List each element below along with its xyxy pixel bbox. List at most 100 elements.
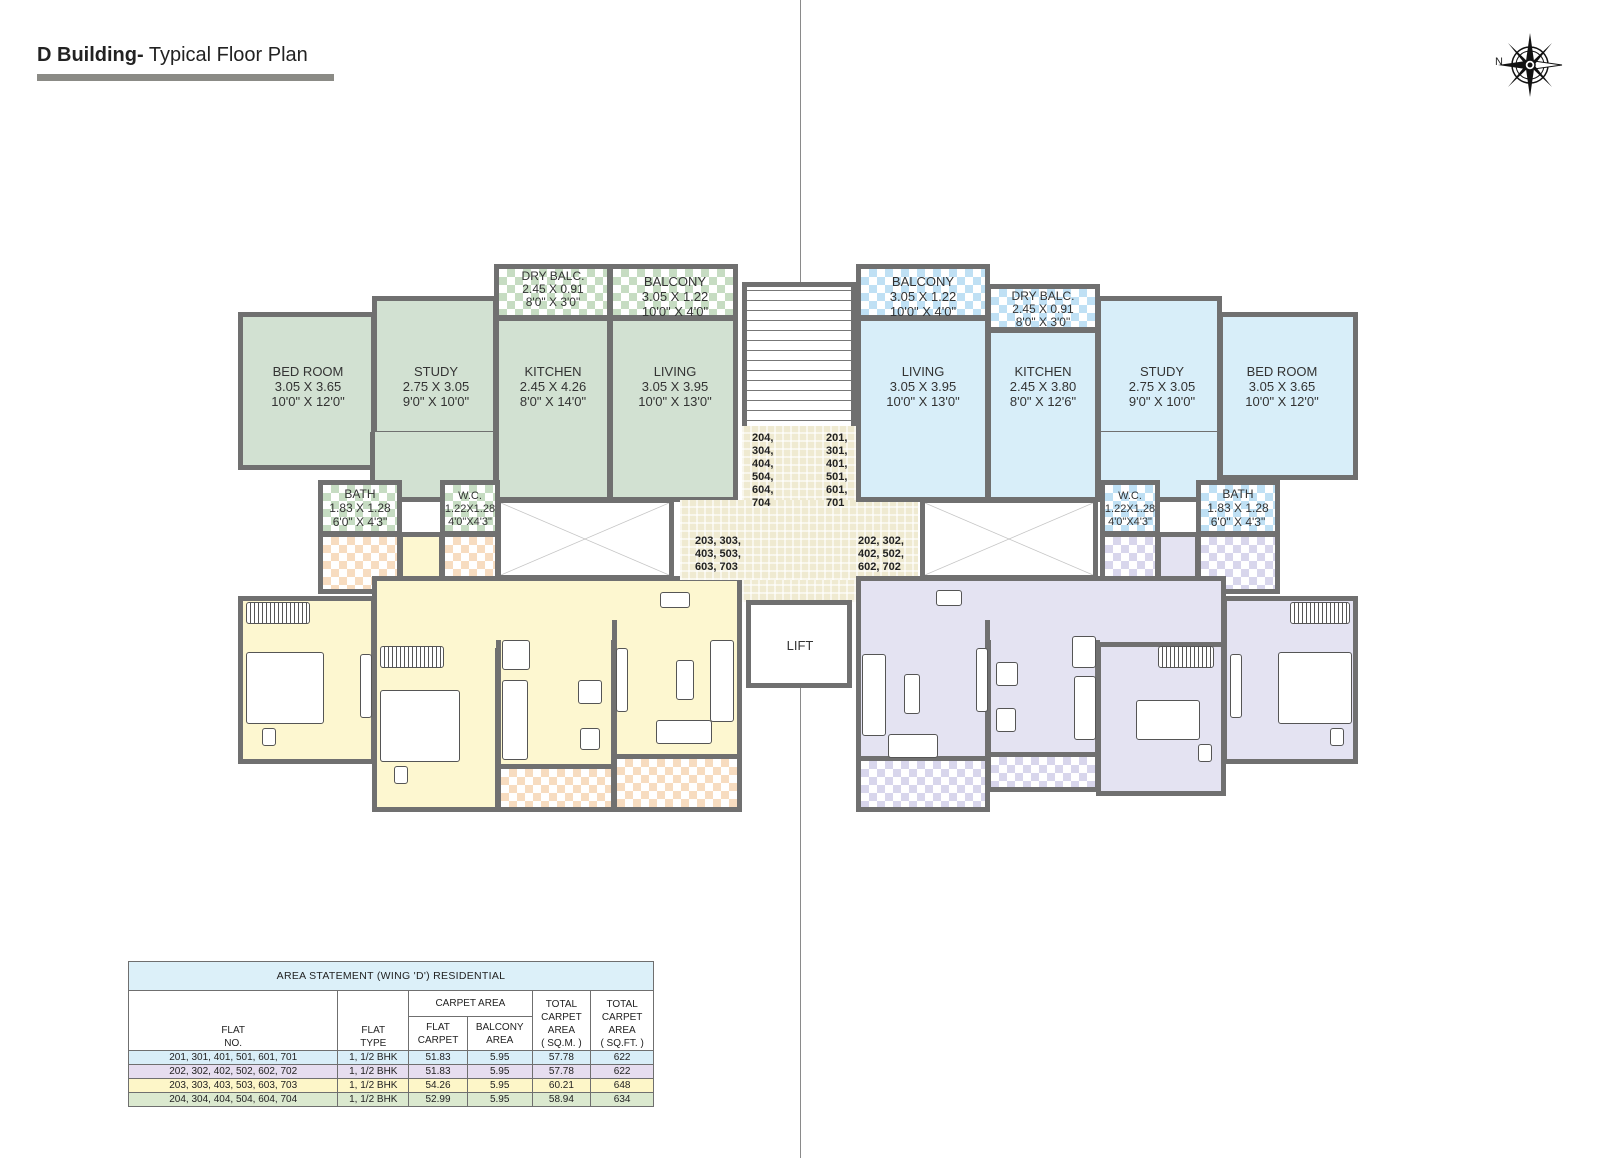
fridge xyxy=(502,640,530,670)
cell-balcony: 5.95 xyxy=(466,1078,533,1093)
cell-flat-type: 1, 1/2 BHK xyxy=(337,1092,410,1107)
flat-numbers-bottom-left: 203, 303, 403, 503, 603, 703 xyxy=(695,535,741,573)
sofa xyxy=(656,720,712,744)
cell-flat-carpet: 52.99 xyxy=(408,1092,468,1107)
table-row: 202, 302, 402, 502, 602, 702 1, 1/2 BHK … xyxy=(127,1064,654,1079)
coffee-table xyxy=(676,660,694,700)
col-balcony-area: BALCONY AREA xyxy=(466,1016,533,1051)
duct-right xyxy=(920,498,1098,580)
sofa xyxy=(862,654,886,736)
flat-numbers-top-right: 201, 301, 401, 501, 601, 701 xyxy=(826,432,848,509)
cell-total-sqft: 622 xyxy=(590,1064,654,1079)
sink-icon xyxy=(996,708,1016,732)
title-underline xyxy=(37,74,334,81)
bed xyxy=(1278,652,1352,724)
flat-201-wc xyxy=(1100,480,1160,536)
cell-total-sqft: 622 xyxy=(590,1050,654,1065)
tv-unit xyxy=(616,648,628,712)
page-title: D Building- Typical Floor Plan xyxy=(37,44,308,67)
flat-numbers-top-left: 204, 304, 404, 504, 604, 704 xyxy=(752,432,774,509)
staircase xyxy=(742,282,856,430)
wardrobe xyxy=(1290,602,1350,624)
cell-flat-no: 201, 301, 401, 501, 601, 701 xyxy=(127,1050,339,1065)
col-total-sqft: TOTAL CARPET AREA ( SQ.FT. ) xyxy=(590,990,654,1051)
cell-flat-carpet: 51.83 xyxy=(408,1050,468,1065)
flat-203-balcony xyxy=(612,754,742,812)
area-statement-table: AREA STATEMENT (WING 'D') RESIDENTIAL FL… xyxy=(127,961,654,1107)
flat-202-dry-balcony xyxy=(986,752,1100,792)
counter xyxy=(502,680,528,760)
table xyxy=(660,592,690,608)
wardrobe xyxy=(246,602,310,624)
col-total-sqm: TOTAL CARPET AREA ( SQ.M. ) xyxy=(531,990,592,1051)
cell-flat-type: 1, 1/2 BHK xyxy=(337,1064,410,1079)
sink-icon xyxy=(580,728,600,750)
north-label: N xyxy=(1495,56,1503,68)
chair xyxy=(1198,744,1212,762)
page-title-bold: D Building- xyxy=(37,44,144,66)
cell-flat-type: 1, 1/2 BHK xyxy=(337,1050,410,1065)
flat-204-living xyxy=(608,316,738,502)
flat-203-dry-balcony xyxy=(496,764,616,812)
fridge xyxy=(1072,636,1096,668)
bed xyxy=(1136,700,1200,740)
wardrobe xyxy=(1158,646,1214,668)
col-carpet-area: CARPET AREA xyxy=(408,990,533,1017)
cell-flat-no: 203, 303, 403, 503, 603, 703 xyxy=(127,1078,339,1093)
table xyxy=(936,590,962,606)
compass-rose-icon xyxy=(1498,33,1563,97)
cell-balcony: 5.95 xyxy=(466,1092,533,1107)
cell-flat-no: 204, 304, 404, 504, 604, 704 xyxy=(127,1092,339,1107)
chair xyxy=(394,766,408,784)
flat-201-bath xyxy=(1196,480,1280,536)
chair xyxy=(1330,728,1344,746)
flat-204-balcony xyxy=(608,264,738,320)
table-row: 203, 303, 403, 503, 603, 703 1, 1/2 BHK … xyxy=(127,1078,654,1093)
flat-204-dry-balcony xyxy=(494,264,612,320)
cell-total-sqm: 58.94 xyxy=(531,1092,592,1107)
tv-unit xyxy=(976,648,988,712)
stove-icon xyxy=(578,680,602,704)
sofa xyxy=(888,734,938,758)
table-row: 204, 304, 404, 504, 604, 704 1, 1/2 BHK … xyxy=(127,1092,654,1107)
flat-204-bath xyxy=(318,480,402,536)
coffee-table xyxy=(904,674,920,714)
col-flat-type: FLAT TYPE xyxy=(337,990,410,1051)
table-row: 201, 301, 401, 501, 601, 701 1, 1/2 BHK … xyxy=(127,1050,654,1065)
flat-204-kitchen xyxy=(494,316,612,502)
bed xyxy=(380,690,460,762)
flat-201-living xyxy=(856,316,990,502)
cell-flat-no: 202, 302, 402, 502, 602, 702 xyxy=(127,1064,339,1079)
cell-total-sqm: 57.78 xyxy=(531,1064,592,1079)
sofa xyxy=(710,640,734,722)
cell-flat-carpet: 51.83 xyxy=(408,1064,468,1079)
dressing-table xyxy=(360,654,372,718)
bed xyxy=(246,652,324,724)
cell-total-sqft: 634 xyxy=(590,1092,654,1107)
cell-flat-carpet: 54.26 xyxy=(408,1078,468,1093)
col-flat-no: FLAT NO. xyxy=(127,990,339,1051)
col-flat-carpet: FLAT CARPET xyxy=(408,1016,468,1051)
counter xyxy=(1074,676,1096,740)
stove-icon xyxy=(996,662,1018,686)
duct-left xyxy=(496,498,674,580)
flat-201-kitchen xyxy=(986,328,1100,502)
flat-numbers-bottom-right: 202, 302, 402, 502, 602, 702 xyxy=(858,535,904,573)
lobby-wide xyxy=(680,500,918,580)
